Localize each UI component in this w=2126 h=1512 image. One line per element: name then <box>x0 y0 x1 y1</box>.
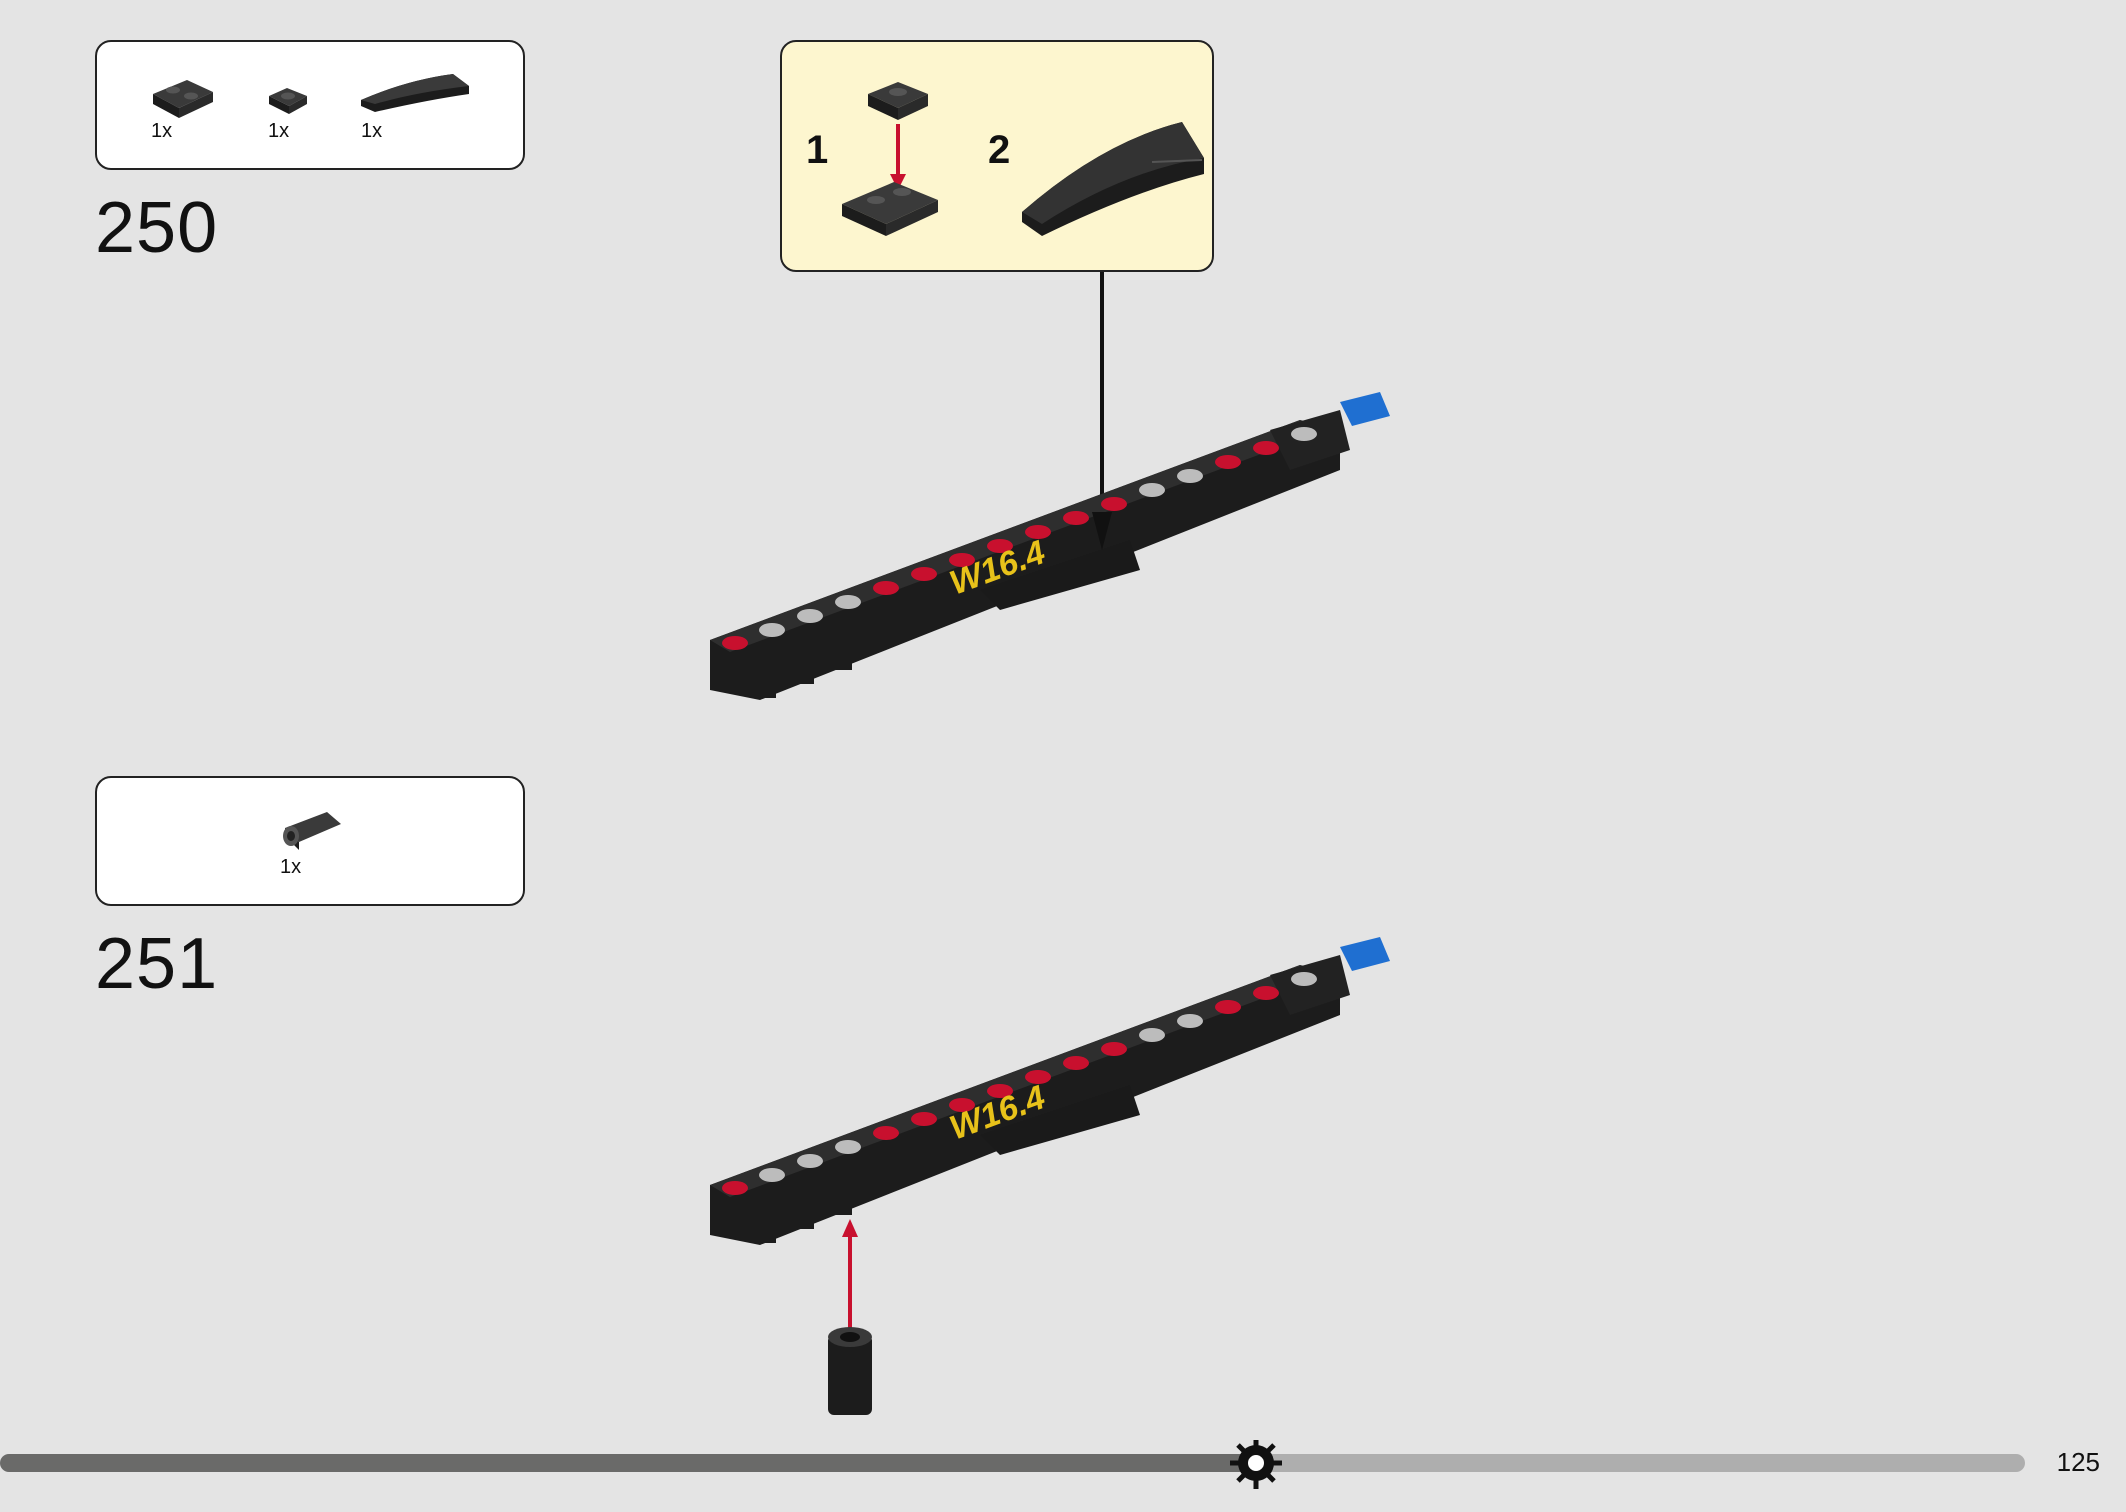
qty-plate-1x2: 1x <box>151 120 173 142</box>
progress-bar <box>0 1440 2025 1489</box>
gear-icon <box>1230 1440 1282 1489</box>
parts-list-step-251: 1x <box>95 776 525 906</box>
plate-1x1-icon <box>269 88 307 114</box>
callout-pointer-line <box>1100 272 1104 532</box>
plate-1x2-icon <box>153 80 213 118</box>
step-number-251: 251 <box>95 924 219 1004</box>
page-number: 125 <box>2056 1447 2100 1477</box>
qty-plate-1x1: 1x <box>268 120 290 142</box>
sub-assembly-callout: 1 2 <box>780 40 1214 272</box>
step-number-250: 250 <box>95 188 219 268</box>
sub-step-1-label: 1 <box>806 128 829 172</box>
qty-bush-connector: 1x <box>280 856 302 878</box>
parts-list-step-250: 1x 1x 1x <box>95 40 525 170</box>
technic-beam-assembly-icon: W16.4 <box>710 937 1390 1415</box>
bush-connector-icon <box>828 1327 872 1415</box>
curved-slope-icon <box>1022 122 1204 236</box>
bush-connector-icon <box>283 812 341 850</box>
sub-step-2-label: 2 <box>988 128 1011 172</box>
qty-curved-slope: 1x <box>361 120 383 142</box>
beam-holes <box>722 972 1317 1195</box>
curved-slope-icon <box>361 74 469 112</box>
plate-stack-icon <box>842 82 938 236</box>
beam-holes <box>722 427 1317 650</box>
technic-beam-assembly-icon: W16.4 <box>710 392 1390 700</box>
